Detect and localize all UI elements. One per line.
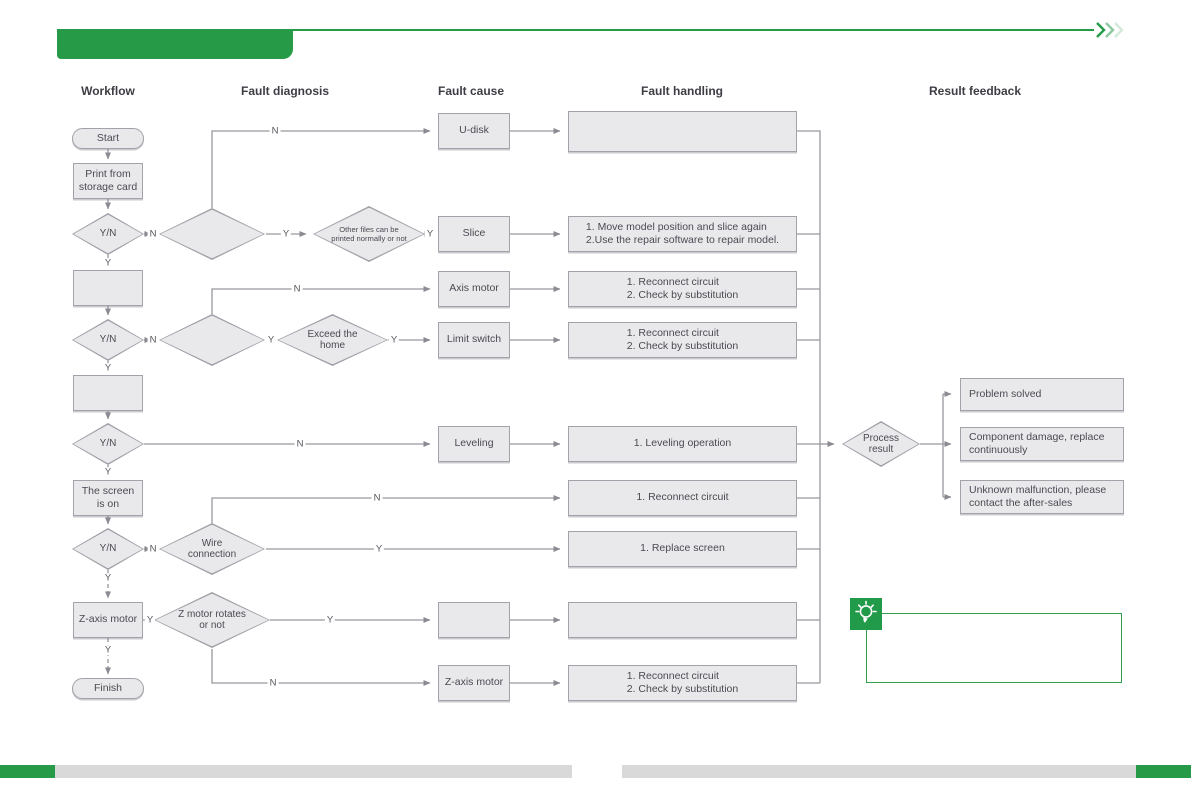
finish-node: Finish: [72, 678, 144, 699]
bottom-bar-right-gray: [622, 765, 1136, 778]
decision-4: Y/N: [72, 528, 144, 570]
edge-label-yes: Y: [102, 466, 114, 478]
handling-row-8: [568, 602, 797, 638]
screen-is-on-node: The screen is on: [73, 480, 143, 516]
bottom-bar-left-green: [0, 765, 55, 778]
decision-1: Y/N: [72, 213, 144, 255]
z-axis-motor-node: Z-axis motor: [73, 602, 143, 638]
column-header-result-feedback: Result feedback: [928, 84, 1022, 98]
edge-label-no: N: [371, 492, 383, 504]
cause-leveling: Leveling: [438, 426, 510, 462]
edge-label-yes: Y: [324, 614, 336, 626]
decision-2: Y/N: [72, 319, 144, 361]
feedback-component-damage: Component damage, replace continuously: [960, 427, 1124, 461]
cause-axis-motor: Axis motor: [438, 271, 510, 307]
column-header-workflow: Workflow: [81, 84, 135, 98]
edge-label-no: N: [147, 228, 159, 240]
edge-label-no: N: [294, 438, 306, 450]
edge-label-no: N: [291, 283, 303, 295]
bottom-bar-right-green: [1136, 765, 1191, 778]
header-tab: [57, 31, 293, 59]
handling-row-4: 1. Reconnect circuit 2. Check by substit…: [568, 322, 797, 358]
edge-label-no: N: [147, 543, 159, 555]
edge-label-yes: Y: [144, 614, 156, 626]
wire-connection-diamond: Wire connection: [159, 523, 265, 575]
edge-label-yes: Y: [102, 362, 114, 374]
decision-3: Y/N: [72, 423, 144, 465]
start-node: Start: [72, 128, 144, 149]
edge-label-no: N: [269, 125, 281, 137]
edge-label-no: N: [267, 677, 279, 689]
other-files-diamond: Other files can be printed normally or n…: [313, 206, 425, 262]
cause-limit-switch: Limit switch: [438, 322, 510, 358]
handling-row-6: 1. Reconnect circuit: [568, 480, 797, 516]
handling-row-9: 1. Reconnect circuit 2. Check by substit…: [568, 665, 797, 701]
edge-label-yes: Y: [102, 644, 114, 656]
column-header-fault-cause: Fault cause: [437, 84, 505, 98]
bottom-bar-left-gray: [55, 765, 572, 778]
column-header-fault-handling: Fault handling: [641, 84, 723, 98]
z-motor-rotates-diamond: Z motor rotates or not: [154, 592, 270, 648]
tip-box: [866, 613, 1122, 683]
handling-row-5: 1. Leveling operation: [568, 426, 797, 462]
lightbulb-icon: [850, 598, 882, 630]
process-result-diamond: Process result: [842, 421, 920, 467]
feedback-unknown-malfunction: Unknown malfunction, please contact the …: [960, 480, 1124, 514]
diagnosis-diamond-1: [159, 208, 265, 260]
chevrons-icon: [1096, 22, 1124, 38]
exceed-the-home-diamond: Exceed the home: [277, 314, 388, 366]
edge-label-yes: Y: [373, 543, 385, 555]
cause-empty: [438, 602, 510, 638]
cause-u-disk: U-disk: [438, 113, 510, 149]
handling-row-3: 1. Reconnect circuit 2. Check by substit…: [568, 271, 797, 307]
diagnosis-diamond-2: [159, 314, 265, 366]
edge-label-yes: Y: [102, 572, 114, 584]
edge-label-yes: Y: [265, 334, 277, 346]
handling-row-1: [568, 111, 797, 152]
cause-slice: Slice: [438, 216, 510, 252]
empty-step-2: [73, 375, 143, 411]
edge-label-yes: Y: [388, 334, 400, 346]
edge-label-yes: Y: [102, 257, 114, 269]
handling-row-7: 1. Replace screen: [568, 531, 797, 567]
edge-label-no: N: [147, 334, 159, 346]
feedback-problem-solved: Problem solved: [960, 378, 1124, 411]
print-from-storage-card-node: Print from storage card: [73, 163, 143, 199]
column-header-fault-diagnosis: Fault diagnosis: [240, 84, 330, 98]
edge-label-yes: Y: [280, 228, 292, 240]
empty-step-1: [73, 270, 143, 306]
handling-row-2: 1. Move model position and slice again 2…: [568, 216, 797, 252]
edge-label-yes: Y: [424, 228, 436, 240]
cause-z-axis-motor: Z-axis motor: [438, 665, 510, 701]
